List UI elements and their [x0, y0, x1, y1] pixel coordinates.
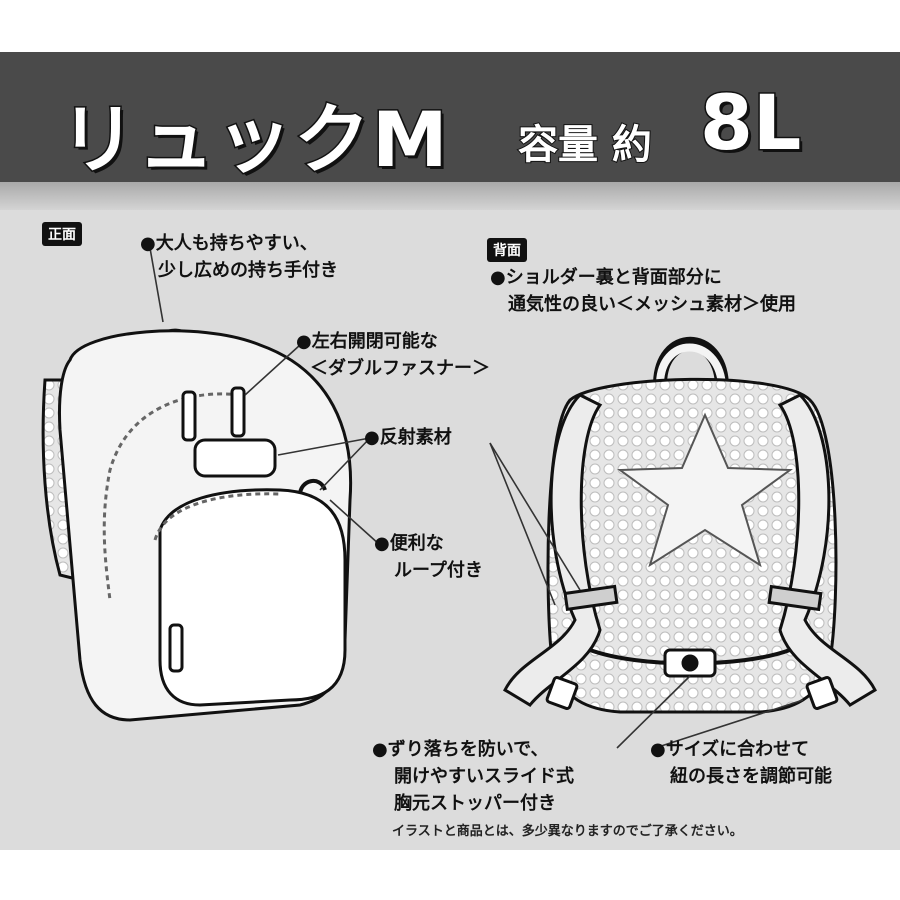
front-pocket: [158, 488, 347, 707]
back-view-tag: 背面: [487, 238, 527, 262]
strap-adjuster-left: [545, 676, 579, 710]
front-zipper-line: [102, 392, 241, 601]
reflective-patch: [193, 438, 277, 478]
reflective-annotation: ●反射素材: [364, 427, 452, 448]
handle-annotation: ●大人も持ちやすい、 少し広めの持ち手付き: [140, 233, 338, 281]
back-strap-right: [777, 393, 877, 707]
chest-stopper-annotation: ●ずり落ちを防いで、 開けやすいスライド式 胸元ストッパー付き: [372, 739, 574, 814]
strap-adjuster-right: [805, 676, 839, 710]
capacity-value: 8L: [698, 77, 802, 169]
back-strap-left: [503, 393, 603, 707]
product-title: リュックM: [59, 94, 450, 186]
header-bar: [0, 52, 900, 182]
back-star: [617, 412, 793, 568]
back-backpack: [503, 336, 877, 714]
front-backpack: [41, 328, 353, 722]
zipper-annotation: ●左右開閉可能な ＜ダブルファスナー＞: [296, 331, 490, 379]
header-gradient-band: [0, 182, 900, 210]
callout-lines: [149, 247, 804, 749]
loop-annotation: ●便利な ループ付き: [374, 533, 483, 581]
capacity-label: 容量 約: [517, 121, 653, 169]
front-view-tag: 正面: [42, 222, 82, 246]
mesh-annotation: ●ショルダー裏と背面部分に 通気性の良い＜メッシュ素材＞使用: [490, 267, 796, 315]
disclaimer-note: イラストと商品とは、多少異なりますのでご了承ください。: [392, 824, 743, 839]
strap-adjust-annotation: ●サイズに合わせて 紐の長さを調節可能: [650, 739, 832, 787]
